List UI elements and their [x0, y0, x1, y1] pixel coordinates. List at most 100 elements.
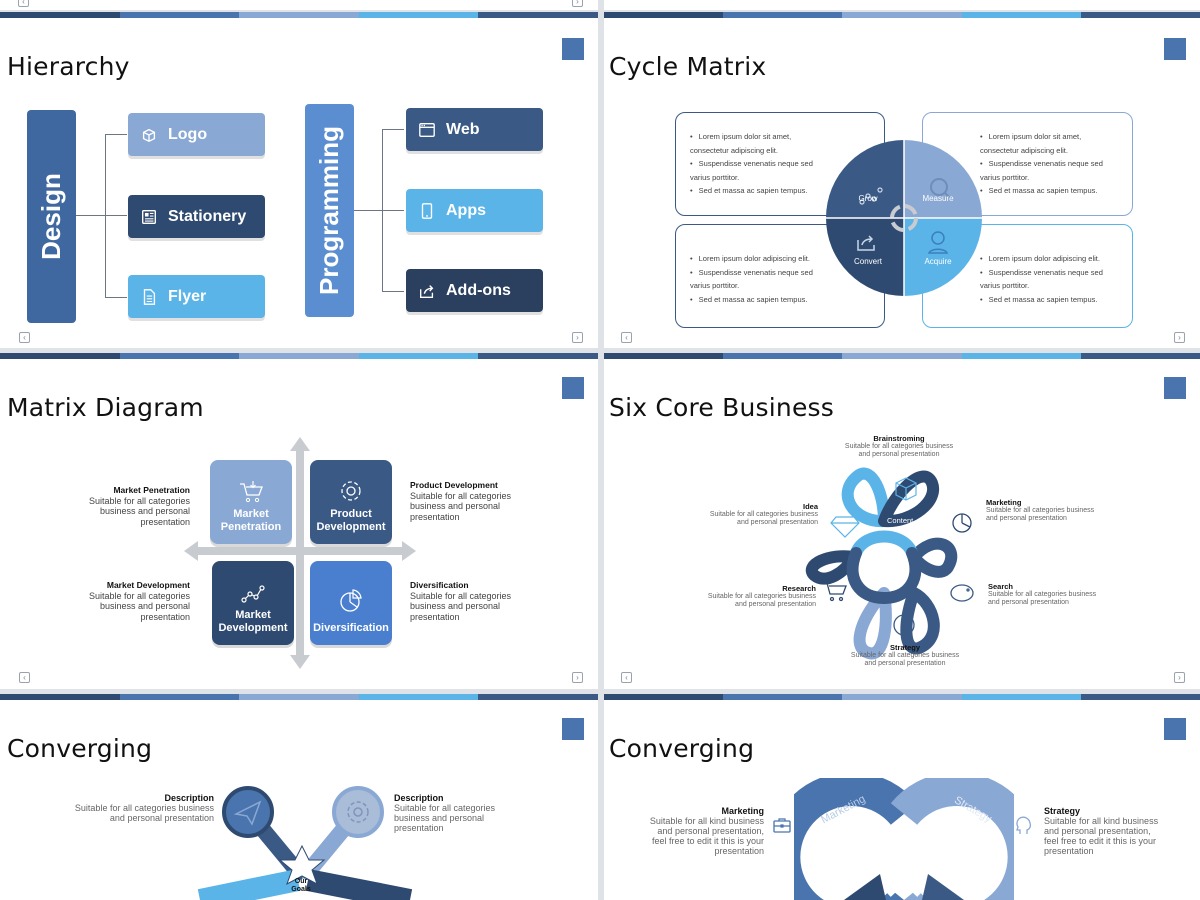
diamond-icon: [830, 516, 860, 538]
petal-bottom-left: [853, 587, 892, 660]
programming-connector: [354, 210, 382, 211]
prev-slide-button[interactable]: ‹: [621, 332, 632, 343]
item-desc: Suitable for all categories business and…: [844, 443, 954, 458]
desc-title: Market Penetration: [113, 485, 190, 495]
paper-plane-icon: [233, 800, 262, 826]
ring-right: [878, 547, 922, 604]
market-development-tile[interactable]: Market Development: [212, 561, 294, 645]
bullet: Sed et massa ac sapien tempus.: [980, 293, 1120, 307]
pie-grow: [826, 140, 904, 218]
box-icon: [895, 477, 917, 501]
desc-text: Suitable for all kind business and perso…: [649, 816, 764, 856]
tile-label: Market: [233, 508, 269, 520]
petal-top-right: [878, 470, 940, 528]
design-middle-branch: [105, 215, 127, 216]
diversification-tile[interactable]: Diversification: [310, 561, 392, 645]
item-title: Brainstroming: [873, 434, 925, 443]
bullet: Sed et massa ac sapien tempus.: [690, 184, 830, 198]
item-title: Strategy: [889, 643, 920, 652]
product-development-tile[interactable]: Product Development: [310, 460, 392, 544]
slide-converging-marketing-strategy[interactable]: Converging Marketing Strategy Marketing …: [604, 694, 1200, 900]
flyer-box[interactable]: Flyer: [128, 275, 265, 318]
slide-accent-bar: [0, 694, 598, 700]
cart-icon: [822, 582, 847, 602]
tile-label: Product: [330, 508, 372, 520]
ring-left: [846, 547, 890, 604]
growth-chart-icon: [241, 585, 265, 603]
grow-bullets: Lorem ipsum dolor sit amet, consectetur …: [690, 130, 830, 198]
desc-text: Suitable for all categories business and…: [88, 590, 190, 622]
growth-chart-icon: [859, 187, 883, 205]
cart-icon: [240, 481, 263, 503]
slide-matrix-diagram[interactable]: Matrix Diagram Market Penetration Produc…: [0, 353, 598, 689]
bullet: Suspendisse venenatis neque sed varius p…: [690, 157, 830, 184]
logo-label: Logo: [168, 125, 208, 143]
gear-icon: [347, 801, 369, 823]
tile-label: Diversification: [313, 622, 389, 634]
market-penetration-tile[interactable]: Market Penetration: [210, 460, 292, 544]
flyer-label: Flyer: [168, 287, 207, 305]
desc-title: Strategy: [1044, 806, 1081, 816]
prev-slide-button[interactable]: ‹: [621, 672, 632, 683]
bullet: Suspendisse venenatis neque sed varius p…: [690, 266, 830, 293]
bullet: Suspendisse venenatis neque sed varius p…: [980, 157, 1120, 184]
slide-hierarchy[interactable]: Hierarchy Design Logo Stationery Flyer P…: [0, 12, 598, 348]
prev-slide-button[interactable]: ‹: [19, 332, 30, 343]
star-badge: [278, 844, 326, 886]
slide-cycle-matrix[interactable]: Cycle Matrix Lorem ipsum dolor sit amet,…: [604, 12, 1200, 348]
pie-chart-icon: [952, 513, 972, 533]
magnifier-icon: [930, 178, 952, 200]
converging-goals-diagram: [197, 786, 413, 900]
prev-slide-button[interactable]: ‹: [19, 672, 30, 683]
strategy-description: Strategy Suitable for all kind business …: [1044, 806, 1166, 856]
gear-icon: [341, 481, 361, 501]
apps-label: Apps: [446, 201, 486, 219]
briefcase-icon: [773, 818, 791, 833]
item-desc: Suitable for all categories business and…: [709, 511, 818, 526]
newspaper-icon: [142, 209, 156, 224]
bullet: Lorem ipsum dolor adipiscing elit.: [980, 252, 1120, 266]
slide-accent-bar: [604, 353, 1200, 359]
market-development-desc: Market Development Suitable for all cate…: [60, 580, 190, 622]
stationery-box[interactable]: Stationery: [128, 195, 265, 238]
next-slide-button[interactable]: ›: [572, 672, 583, 683]
item-desc: Suitable for all categories business and…: [986, 507, 1095, 522]
cube-icon: [142, 128, 156, 142]
design-label: Design: [36, 173, 66, 260]
desc-text: Suitable for all categories business and…: [74, 803, 214, 823]
petal-left: [805, 550, 860, 585]
bullet: Lorem ipsum dolor sit amet, consectetur …: [690, 130, 830, 157]
desc-title: Market Development: [106, 580, 190, 590]
addons-box[interactable]: Add-ons: [406, 269, 543, 312]
search-text: Search Suitable for all categories busin…: [988, 583, 1098, 607]
corner-square: [562, 38, 584, 60]
prev-slide-button[interactable]: ‹: [18, 0, 29, 7]
pie-convert: [826, 218, 904, 296]
grow-label: Grow: [858, 194, 878, 203]
corner-square: [1164, 718, 1186, 740]
slide-converging-goals[interactable]: Converging Our Goals Description Suitabl…: [0, 694, 598, 900]
next-slide-button[interactable]: ›: [572, 0, 583, 7]
next-slide-button[interactable]: ›: [572, 332, 583, 343]
slide-title: Converging: [609, 734, 755, 763]
acquire-bullets: Lorem ipsum dolor adipiscing elit. Suspe…: [980, 252, 1120, 306]
right-description: Description Suitable for all categories …: [394, 793, 504, 833]
next-slide-button[interactable]: ›: [1174, 332, 1185, 343]
item-desc: Suitable for all categories business and…: [850, 652, 960, 667]
apps-box[interactable]: Apps: [406, 189, 543, 232]
slide-sliver-right: [604, 0, 1200, 10]
head-profile-icon: [1016, 816, 1032, 834]
web-box[interactable]: Web: [406, 108, 543, 151]
corner-square: [562, 718, 584, 740]
design-group: Design: [27, 110, 76, 323]
share-icon: [420, 284, 434, 298]
slide-six-core-business[interactable]: Six Core Business Content Brainstroming …: [604, 353, 1200, 689]
desc-title: Description: [394, 793, 444, 803]
slide-title: Converging: [7, 734, 153, 763]
bullet: Sed et massa ac sapien tempus.: [690, 293, 830, 307]
addons-label: Add-ons: [446, 281, 511, 299]
logo-box[interactable]: Logo: [128, 113, 265, 156]
next-slide-button[interactable]: ›: [1174, 672, 1185, 683]
item-title: Search: [988, 582, 1014, 591]
bullet: Lorem ipsum dolor sit amet, consectetur …: [980, 130, 1120, 157]
